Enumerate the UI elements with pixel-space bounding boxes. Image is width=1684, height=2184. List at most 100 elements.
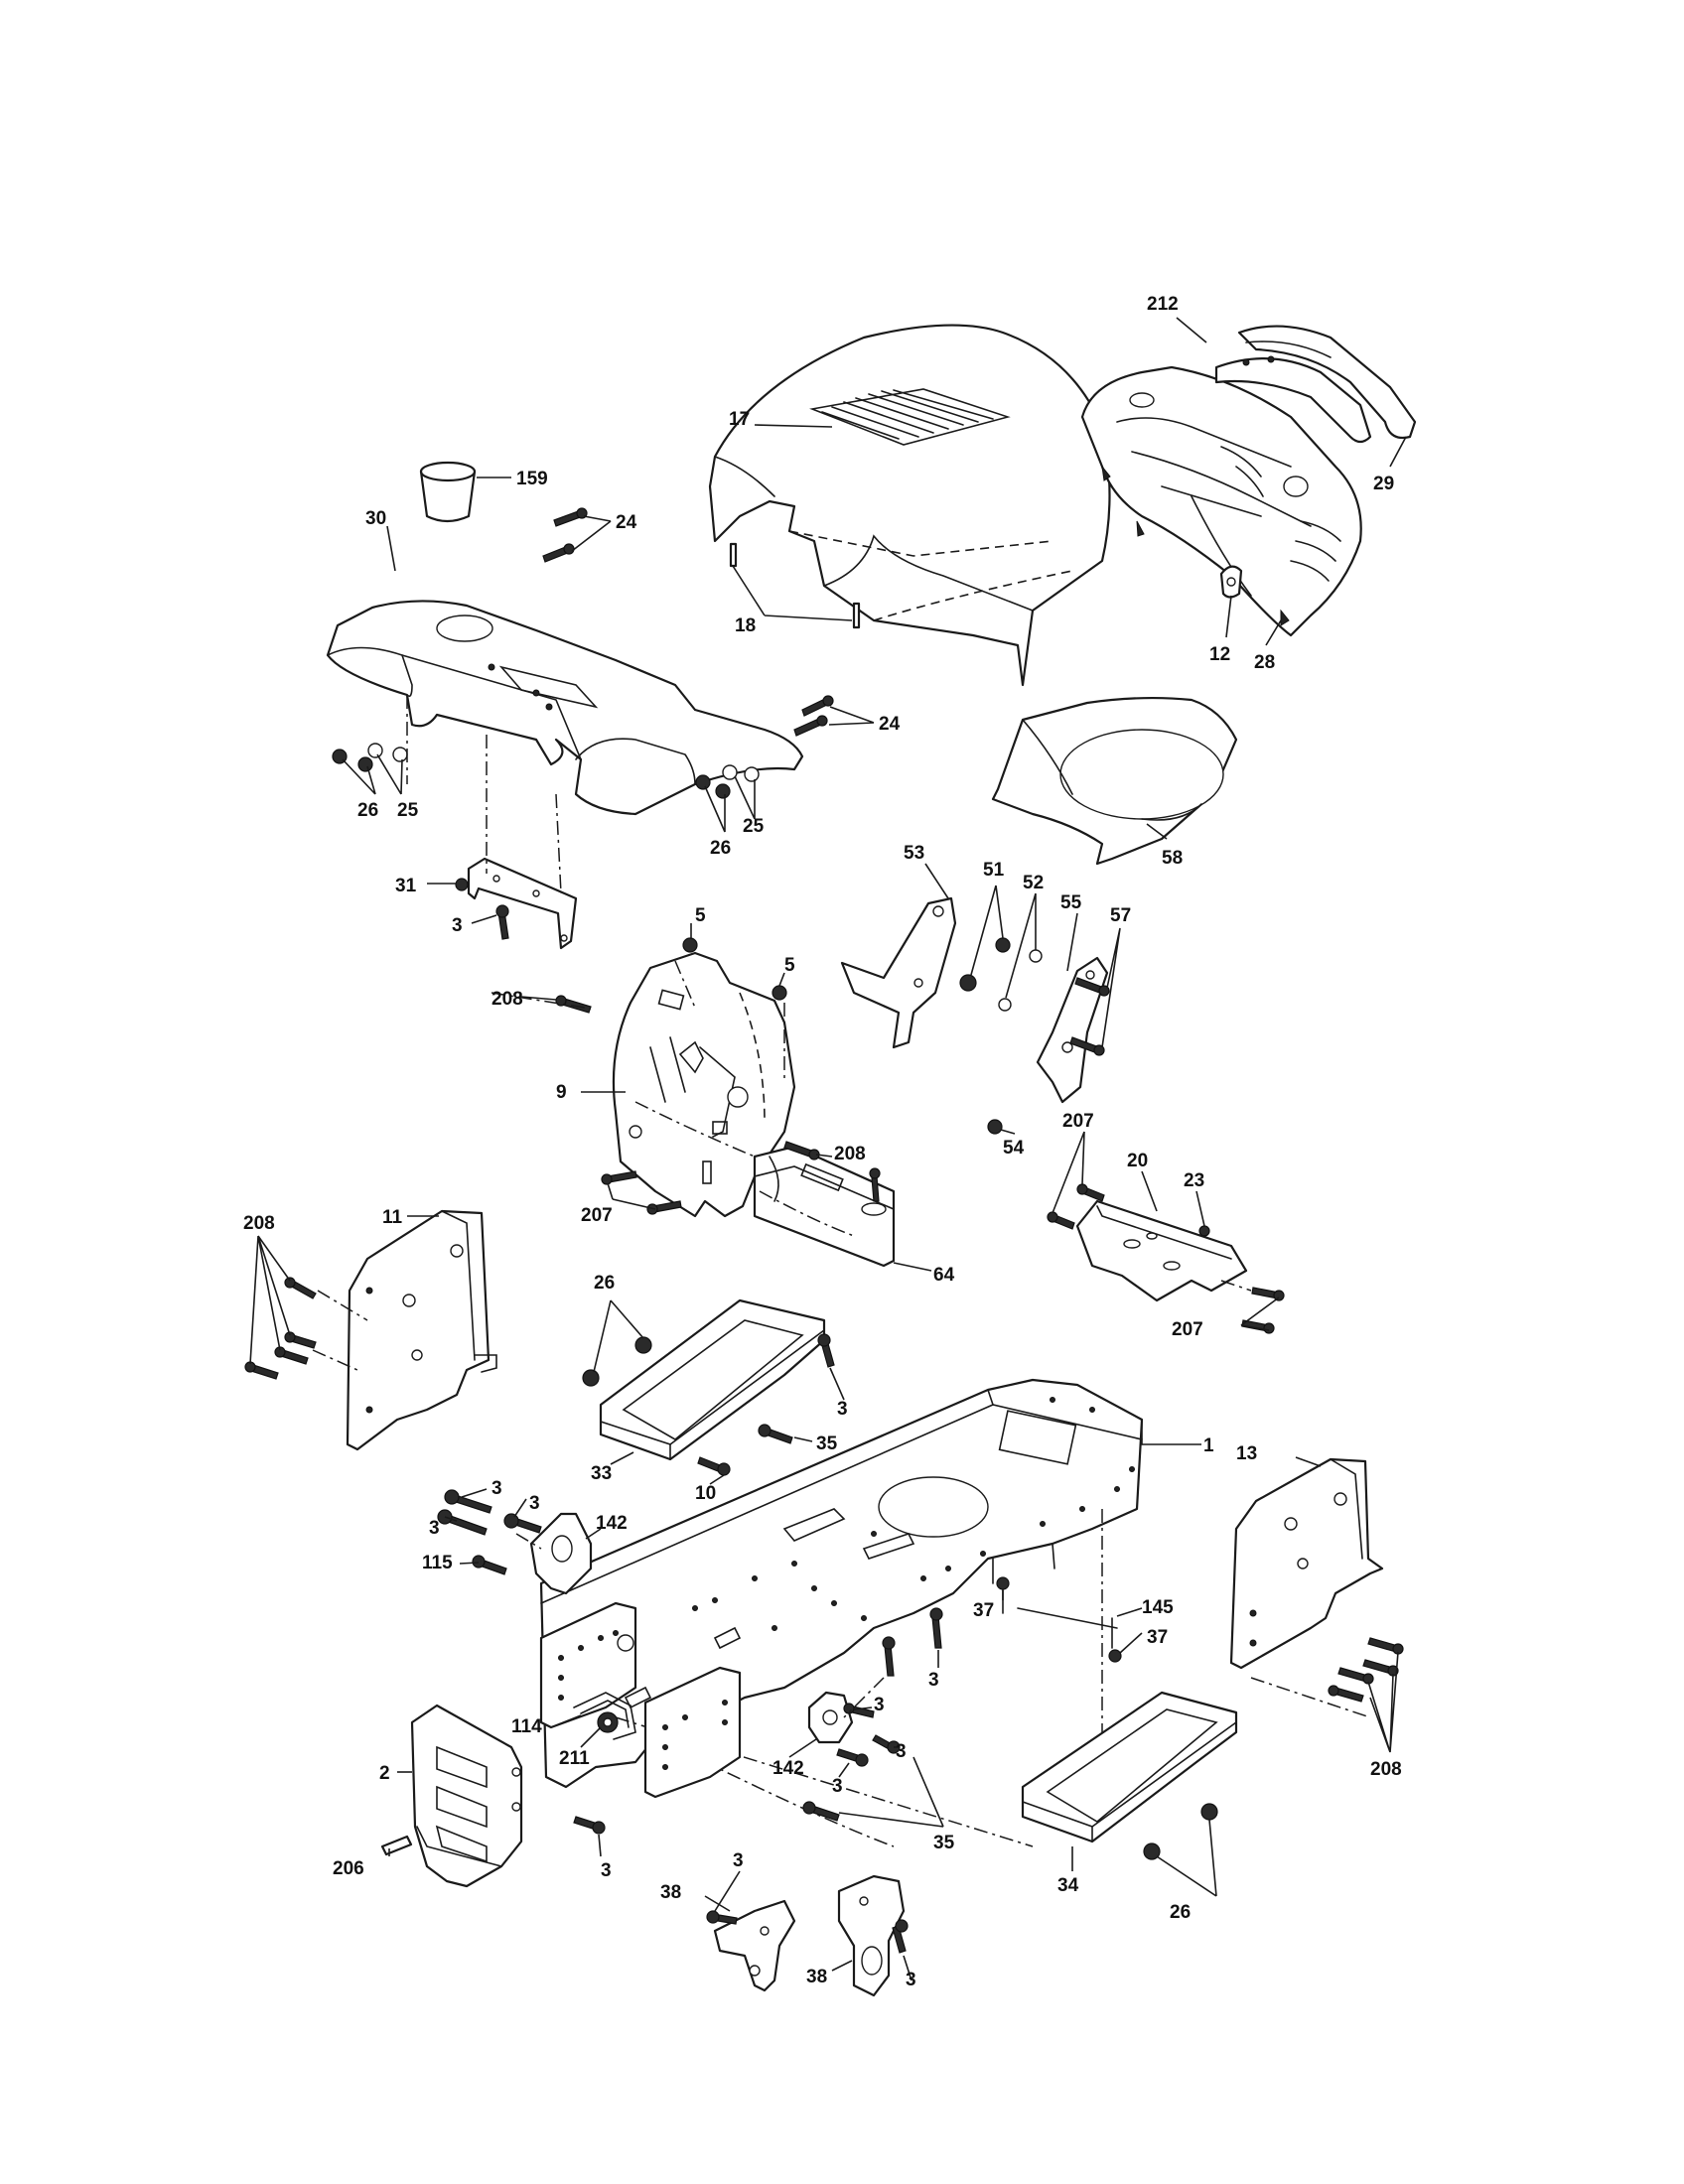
- hood-vent-slats: [821, 389, 994, 440]
- callout-2: 2: [379, 1763, 390, 1784]
- callout-208-a: 208: [491, 989, 523, 1010]
- alignment-lines: [312, 695, 1252, 1718]
- front-frame-plate-right: [643, 1666, 742, 1799]
- callout-3-e: 3: [429, 1518, 440, 1539]
- part-2-front-plate: [410, 1704, 523, 1888]
- callout-31: 31: [395, 876, 417, 896]
- part-13-side-plate: [1229, 1457, 1384, 1718]
- leader-lines: [249, 317, 1407, 1981]
- callout-3-a: 3: [452, 915, 463, 936]
- callout-26-mid: 26: [710, 838, 731, 859]
- callout-211: 211: [559, 1748, 590, 1769]
- part-55-pivot-bracket: [1036, 956, 1109, 1104]
- frame-holes: [692, 1397, 1135, 1631]
- callout-3-c: 3: [491, 1478, 502, 1499]
- callout-29: 29: [1373, 474, 1394, 494]
- callout-145: 145: [1142, 1597, 1174, 1618]
- callout-17: 17: [729, 409, 750, 430]
- callout-207-c: 207: [1172, 1319, 1203, 1340]
- callout-114: 114: [511, 1716, 542, 1737]
- part-38-bracket-right: [837, 1874, 906, 1997]
- part-145-rod: [1002, 1587, 1118, 1649]
- callout-35-a: 35: [816, 1433, 838, 1454]
- callout-25-left: 25: [397, 800, 419, 821]
- callout-208-d: 208: [1370, 1759, 1402, 1780]
- part-142-bracket-upper: [529, 1512, 593, 1595]
- part-12-clip: [1219, 565, 1243, 599]
- callout-208-b: 208: [834, 1144, 866, 1164]
- callout-37-a: 37: [973, 1600, 994, 1621]
- part-38-bracket-left: [713, 1899, 796, 1992]
- callout-33: 33: [591, 1463, 612, 1484]
- callout-3-i: 3: [832, 1776, 843, 1797]
- callout-55: 55: [1060, 892, 1082, 913]
- part-31-bracket: [467, 857, 578, 950]
- callout-38-b: 38: [806, 1967, 827, 1987]
- callout-25-mid: 25: [743, 816, 765, 837]
- callout-9: 9: [556, 1082, 567, 1103]
- part-17-hood: [708, 324, 1111, 687]
- callout-35-b: 35: [933, 1833, 955, 1853]
- callout-142-b: 142: [772, 1758, 804, 1779]
- callout-207-a: 207: [1062, 1111, 1094, 1132]
- callout-3-f: 3: [928, 1670, 939, 1691]
- callout-51: 51: [983, 860, 1005, 881]
- callout-10: 10: [695, 1483, 716, 1504]
- callout-206: 206: [333, 1858, 364, 1879]
- callout-3-k: 3: [733, 1850, 744, 1871]
- callout-26-d: 26: [1170, 1902, 1191, 1923]
- part-30-dash-cover: [326, 600, 804, 816]
- callout-142-a: 142: [596, 1513, 628, 1534]
- part-34-footrest: [1021, 1691, 1238, 1843]
- callout-64: 64: [933, 1265, 955, 1286]
- plate-holes-left: [558, 1630, 619, 1701]
- callout-37-b: 37: [1147, 1627, 1168, 1648]
- callout-26-c: 26: [594, 1273, 615, 1294]
- callout-28: 28: [1254, 652, 1275, 673]
- callout-3-b: 3: [837, 1399, 848, 1420]
- callout-13: 13: [1236, 1443, 1257, 1464]
- part-29-lens-strip: [1237, 325, 1417, 440]
- callout-3-d: 3: [529, 1493, 540, 1514]
- callout-52: 52: [1023, 873, 1044, 893]
- callout-23: 23: [1184, 1170, 1204, 1191]
- callout-30: 30: [365, 508, 386, 529]
- callout-3-h: 3: [896, 1741, 907, 1762]
- callout-3-g: 3: [874, 1695, 885, 1715]
- callout-3-j: 3: [601, 1860, 612, 1881]
- part-28-grille-housing: [1080, 365, 1362, 637]
- callout-58: 58: [1162, 848, 1183, 869]
- callout-34: 34: [1057, 1875, 1079, 1896]
- callout-11: 11: [382, 1207, 403, 1228]
- callout-115: 115: [422, 1553, 453, 1573]
- callout-57: 57: [1110, 905, 1131, 926]
- callout-5-b: 5: [784, 955, 795, 976]
- callout-207-b: 207: [581, 1205, 613, 1226]
- part-64-bracket: [753, 1145, 896, 1268]
- callout-38-a: 38: [660, 1882, 681, 1903]
- part-9-dash-panel: [612, 951, 796, 1218]
- callout-54: 54: [1003, 1138, 1025, 1159]
- part-142-bracket-lower: [807, 1691, 854, 1744]
- callout-1: 1: [1203, 1435, 1214, 1456]
- callout-labels: 159 30 24 17 18 212 29 12 28 24 26 25 26…: [243, 294, 1402, 1990]
- part-53-bracket: [840, 896, 957, 1049]
- callout-24-upper: 24: [616, 512, 637, 533]
- callout-212: 212: [1147, 294, 1179, 315]
- callout-26-left: 26: [357, 800, 378, 821]
- callout-5-a: 5: [695, 905, 706, 926]
- part-212-grille-insert: [1214, 355, 1372, 444]
- plate-holes-right: [662, 1700, 728, 1770]
- part-58-hood-pan: [991, 696, 1238, 866]
- callout-159: 159: [516, 469, 548, 489]
- callout-20: 20: [1127, 1151, 1148, 1171]
- callout-12: 12: [1209, 644, 1230, 665]
- callout-3-l: 3: [906, 1970, 916, 1990]
- part-114-handle: [573, 1692, 636, 1740]
- hardware: [244, 507, 1404, 1954]
- callout-18: 18: [735, 615, 756, 636]
- part-20-plate: [1075, 1199, 1248, 1302]
- callout-208-c: 208: [243, 1213, 275, 1234]
- callout-24-lower: 24: [879, 714, 901, 735]
- part-159-cap: [419, 461, 477, 523]
